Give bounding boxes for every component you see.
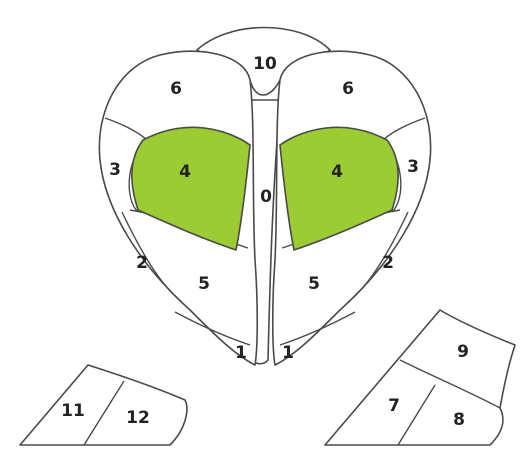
label-1-left: 1 bbox=[235, 343, 247, 363]
label-6-left: 6 bbox=[170, 79, 182, 99]
label-4-left: 4 bbox=[179, 162, 191, 182]
label-5-right: 5 bbox=[308, 274, 320, 294]
zone-7-8-boundary bbox=[397, 384, 436, 446]
left-zone-2-boundary bbox=[121, 211, 183, 303]
label-12: 12 bbox=[126, 408, 150, 428]
zone-4-right-region bbox=[279, 126, 399, 251]
label-6-right: 6 bbox=[342, 79, 354, 99]
label-10: 10 bbox=[253, 54, 277, 74]
zone-11-12-boundary bbox=[83, 380, 125, 446]
zones-11-12-region bbox=[19, 364, 188, 446]
label-5-left: 5 bbox=[198, 274, 210, 294]
label-7: 7 bbox=[388, 396, 400, 416]
label-9: 9 bbox=[457, 342, 469, 362]
label-8: 8 bbox=[453, 410, 465, 430]
right-zone-2-boundary bbox=[347, 211, 409, 303]
zone-10-region bbox=[196, 26, 331, 96]
zones-7-8-9-region bbox=[324, 309, 516, 446]
label-11: 11 bbox=[61, 401, 85, 421]
label-2-right: 2 bbox=[382, 253, 394, 273]
label-1-right: 1 bbox=[282, 343, 294, 363]
label-3-right: 3 bbox=[407, 157, 419, 177]
label-3-left: 3 bbox=[109, 160, 121, 180]
label-0: 0 bbox=[260, 187, 272, 207]
zone-4-left-region bbox=[131, 126, 251, 251]
right-zone-1-boundary bbox=[279, 311, 356, 346]
label-4-right: 4 bbox=[331, 162, 343, 182]
label-2-left: 2 bbox=[136, 253, 148, 273]
zone-7-9-boundary bbox=[399, 359, 501, 409]
left-zone-1-boundary bbox=[174, 311, 251, 346]
